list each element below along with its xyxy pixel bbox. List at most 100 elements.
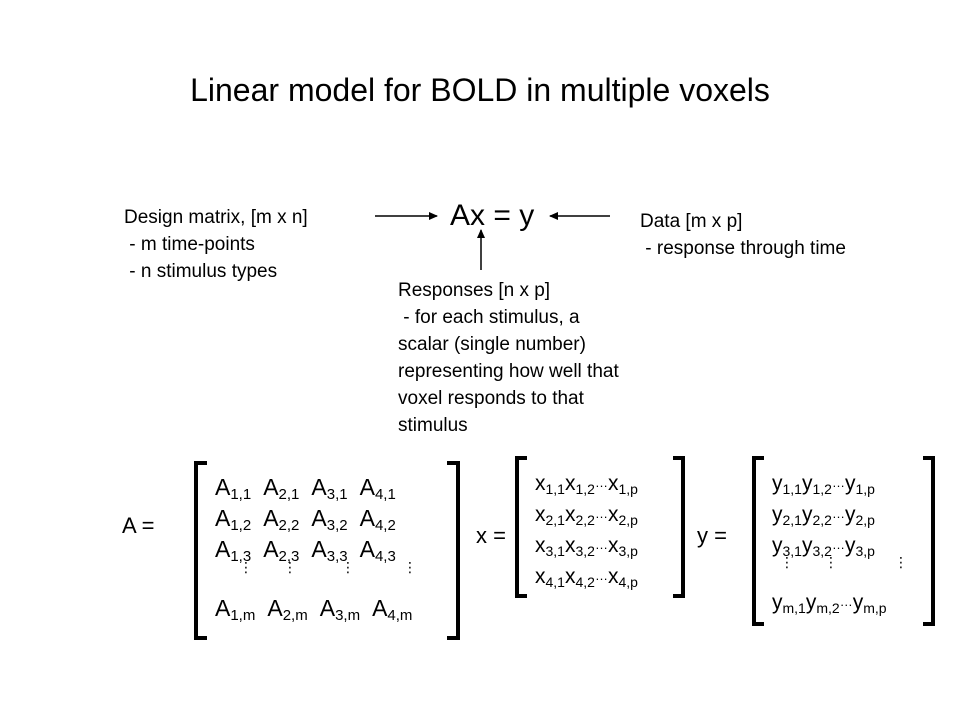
- matrix-cell: x4,p: [608, 561, 638, 598]
- responses-note-line: Responses [n x p]: [398, 280, 551, 301]
- matrix-x-right-bracket: [673, 456, 685, 598]
- matrix-cell: ym,2: [806, 587, 840, 624]
- matrix-cell-subscript: m,2: [816, 600, 840, 616]
- matrix-cell-base: y: [805, 591, 817, 614]
- matrix-cell: A4,2: [360, 503, 396, 541]
- matrix-y-row: y2,1y2,2…y2,p: [772, 498, 887, 529]
- matrix-cell-subscript: 1,2: [230, 517, 252, 534]
- design-note-line: Design matrix, [m x n]: [124, 207, 308, 228]
- matrix-cell-base: x: [535, 503, 546, 526]
- matrix-cell-base: x: [564, 565, 576, 588]
- matrix-cell: A1,2: [215, 503, 251, 541]
- responses-note-line: scalar (single number): [398, 334, 586, 355]
- matrix-cell-base: y: [772, 591, 783, 614]
- matrix-cell-subscript: 2,1: [545, 512, 565, 528]
- matrix-cell-subscript: 3,3: [326, 548, 348, 565]
- horizontal-ellipsis: …: [831, 506, 845, 521]
- matrix-cell-base: A: [372, 595, 388, 621]
- matrix-cell-subscript: 3,2: [575, 543, 595, 559]
- matrix-cell-subscript: 4,2: [575, 574, 595, 590]
- matrix-x-left-bracket: [515, 456, 527, 598]
- matrix-cell-base: x: [564, 472, 576, 495]
- matrix-cell-subscript: 3,1: [782, 543, 802, 559]
- matrix-cell: x1,1: [535, 468, 565, 505]
- matrix-cell-subscript: 3,1: [545, 543, 565, 559]
- matrix-cell: A1,m: [215, 593, 255, 631]
- matrix-cell: A3,1: [311, 472, 347, 510]
- matrix-cell-base: y: [852, 591, 864, 614]
- matrix-y-left-bracket: [752, 456, 764, 626]
- matrix-cell: y3,p: [845, 530, 875, 567]
- matrix-cell: y1,2: [802, 468, 832, 505]
- matrix-cell-base: y: [772, 503, 783, 526]
- matrix-cell-base: A: [215, 536, 231, 562]
- data-note-line: Data [m x p]: [640, 211, 743, 232]
- matrix-cell-subscript: 1,3: [230, 548, 252, 565]
- matrix-cell-base: x: [564, 503, 576, 526]
- matrix-cell-base: y: [844, 534, 856, 557]
- matrix-x: x1,1x1,2…x1,p x2,1x2,2…x2,p x3,1x3,2…x3,…: [535, 467, 638, 591]
- matrix-cell-base: A: [359, 474, 375, 500]
- vertical-ellipsis: ⋮: [780, 554, 794, 570]
- matrix-y-row: ym,1ym,2…ym,p: [772, 586, 887, 617]
- matrix-cell: x4,1: [535, 561, 565, 598]
- vertical-ellipsis: ⋮: [283, 559, 297, 575]
- matrix-cell-base: x: [535, 565, 546, 588]
- matrix-cell-base: A: [263, 536, 279, 562]
- vertical-ellipsis: ⋮: [824, 554, 838, 570]
- matrix-cell-subscript: 3,2: [812, 543, 832, 559]
- responses-note-line: voxel responds to that: [398, 388, 584, 409]
- horizontal-ellipsis: …: [594, 475, 608, 490]
- matrix-cell-subscript: 2,2: [812, 512, 832, 528]
- matrix-cell: A1,1: [215, 472, 251, 510]
- matrix-cell-subscript: 2,3: [278, 548, 300, 565]
- matrix-cell-base: x: [607, 472, 619, 495]
- matrix-cell-base: y: [801, 472, 813, 495]
- matrix-cell: A4,m: [372, 593, 412, 631]
- matrix-a-right-bracket: [447, 461, 460, 640]
- matrix-a-left-bracket: [194, 461, 207, 640]
- matrix-cell: A2,m: [267, 593, 307, 631]
- responses-note-line: stimulus: [398, 415, 468, 436]
- matrix-cell-subscript: 4,1: [545, 574, 565, 590]
- matrix-cell-subscript: 1,p: [618, 481, 638, 497]
- vertical-ellipsis: ⋮: [894, 554, 908, 570]
- responses-note-line: representing how well that: [398, 361, 619, 382]
- equation: Ax = y: [450, 199, 535, 232]
- matrix-cell-subscript: 3,2: [326, 517, 348, 534]
- matrix-cell-base: x: [607, 534, 619, 557]
- matrix-cell: y2,p: [845, 499, 875, 536]
- design-note-line: - n stimulus types: [124, 261, 278, 282]
- matrix-cell-subscript: 2,p: [855, 512, 875, 528]
- matrix-cell-base: A: [311, 536, 327, 562]
- matrix-x-row: x4,1x4,2…x4,p: [535, 560, 638, 591]
- matrix-cell-subscript: 3,p: [618, 543, 638, 559]
- matrix-cell: x1,2: [565, 468, 595, 505]
- matrix-cell-subscript: 2,1: [278, 486, 300, 503]
- matrix-cell: x1,p: [608, 468, 638, 505]
- matrix-cell-subscript: m,1: [782, 600, 806, 616]
- matrix-cell-subscript: 1,1: [545, 481, 565, 497]
- matrix-a-vertical-dots: ⋮⋮⋮⋮: [215, 559, 417, 593]
- matrix-y-row: y3,1y3,2…y3,p: [772, 529, 887, 560]
- matrix-cell-subscript: 4,2: [374, 517, 396, 534]
- slide-title: Linear model for BOLD in multiple voxels: [190, 72, 770, 108]
- matrix-cell: x4,2: [565, 561, 595, 598]
- matrix-cell: y2,2: [802, 499, 832, 536]
- matrix-cell: A4,3: [360, 534, 396, 572]
- matrix-y: y1,1y1,2…y1,p y2,1y2,2…y2,p y3,1y3,2…y3,…: [772, 467, 908, 617]
- matrix-cell: A2,3: [263, 534, 299, 572]
- matrix-cell-subscript: 3,m: [335, 607, 361, 624]
- matrix-cell-base: y: [844, 472, 856, 495]
- matrix-cell-subscript: 1,m: [230, 607, 256, 624]
- matrix-cell-base: A: [319, 595, 336, 621]
- matrix-cell-base: x: [607, 503, 619, 526]
- matrix-cell-subscript: 4,p: [618, 574, 638, 590]
- design-matrix-note: Design matrix, [m x n] - m time-points -…: [124, 204, 308, 285]
- matrix-cell-subscript: 2,p: [618, 512, 638, 528]
- matrix-cell-subscript: 1,1: [230, 486, 252, 503]
- vertical-ellipsis: ⋮: [239, 559, 253, 575]
- matrix-cell-base: x: [607, 565, 619, 588]
- matrix-cell-base: y: [801, 534, 813, 557]
